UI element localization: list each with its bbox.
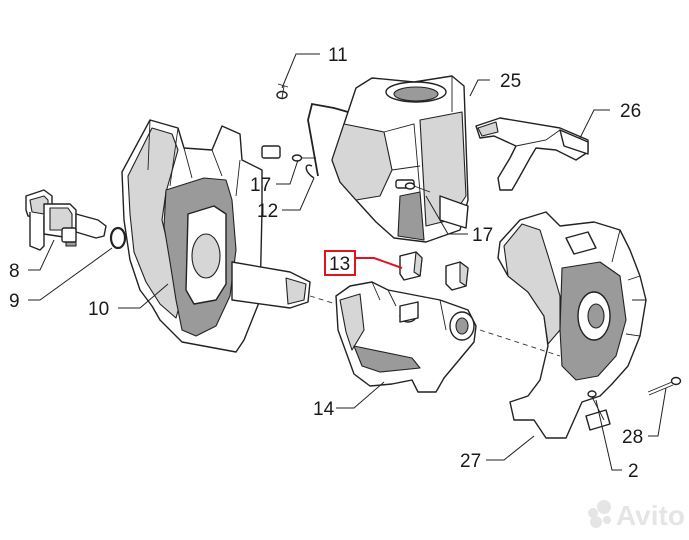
label-part-10: 10: [88, 299, 109, 320]
label-part-8: 8: [9, 261, 20, 282]
label-part-12: 12: [257, 201, 278, 222]
label-part-13: 13: [329, 254, 350, 275]
part-27-right-housing: [497, 211, 647, 439]
part-26-lever: [475, 117, 589, 191]
part-13-highlight-leader: [355, 257, 403, 269]
part-13-block-a: [399, 251, 423, 281]
label-part-9: 9: [9, 291, 20, 312]
part-14-bracket: [335, 281, 477, 393]
label-part-27: 27: [460, 451, 481, 472]
label-part-17-left: 17: [250, 175, 271, 196]
part-13-block-b: [445, 261, 469, 291]
part-12-clip-loop: [305, 164, 315, 179]
leader-lines: [28, 53, 667, 471]
label-part-26: 26: [620, 101, 641, 122]
label-part-17-right: 17: [472, 225, 493, 246]
label-part-14: 14: [313, 399, 335, 420]
part-17-screw-left: [291, 154, 316, 162]
assembly-axis: [309, 295, 561, 357]
part-13-highlight-box: [324, 250, 356, 276]
part-17-screw-right: [404, 182, 431, 193]
avito-watermark: Avito: [588, 500, 685, 531]
part-10-left-housing: [121, 119, 311, 353]
label-part-2: 2: [628, 461, 639, 482]
part-9-o-ring: [109, 226, 127, 250]
part-28-screw: [647, 376, 682, 396]
label-part-28: 28: [622, 427, 643, 448]
watermark-text: Avito: [616, 500, 685, 531]
label-part-11: 11: [328, 45, 348, 66]
part-8-fitting: [25, 189, 107, 251]
label-part-25: 25: [500, 71, 521, 92]
part-25-brew-chamber: [331, 75, 469, 243]
